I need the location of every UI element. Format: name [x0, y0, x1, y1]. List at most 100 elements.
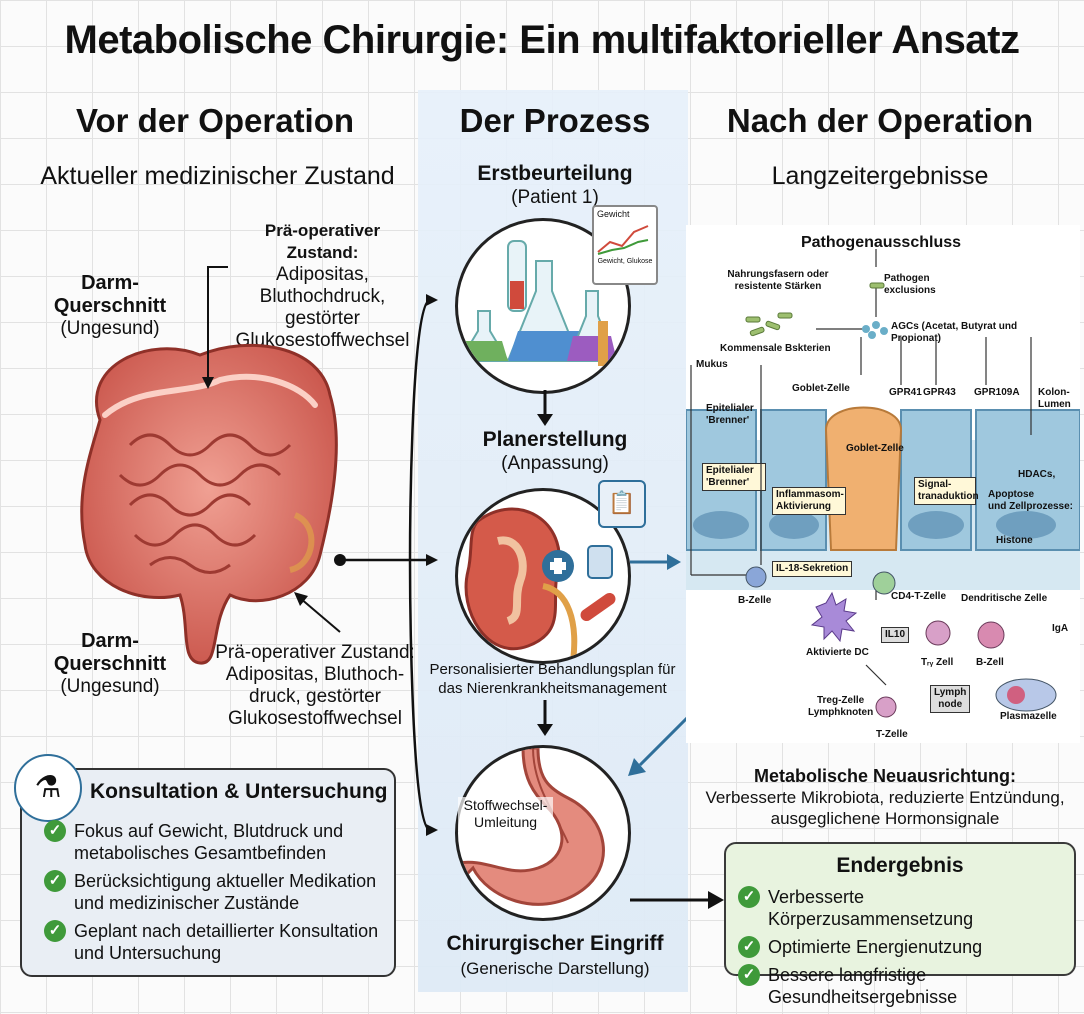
intestine-illustration [80, 343, 338, 665]
label-kolon-lumen: Kolon- Lumen [1038, 387, 1071, 410]
mechanism-diagram: Pathogenausschluss Nahrungsfasern oder r… [686, 225, 1080, 743]
step1-title: Erstbeurteilung [477, 162, 633, 185]
section-label-top: Darm- Querschnitt (Ungesund) [35, 272, 185, 340]
consultation-item-text: Fokus auf Gewicht, Blutdruck und metabol… [74, 821, 344, 863]
consultation-card: ⚗ Konsultation & Untersuchung ✓ Fokus auf… [14, 754, 396, 977]
label-plasma: Plasmazelle [1000, 711, 1057, 722]
step3-sub: (Generische Darstellung) [460, 959, 650, 978]
label-b-cell: B-Zelle [738, 595, 772, 606]
check-icon: ✓ [44, 870, 66, 892]
consultation-item: ✓Geplant nach detaillierter Konsultation… [44, 920, 384, 964]
label-iga: IgA [1052, 623, 1069, 634]
label-histone: Histone [996, 535, 1033, 546]
result-item-text: Verbesserte Körperzusammensetzung [768, 887, 974, 929]
label-cd4: CD4-T-Zelle [891, 591, 947, 602]
arrow-down-2 [537, 700, 553, 736]
heading-after: Nach der Operation [726, 102, 1034, 139]
result-item: ✓ Verbesserte Körperzusammensetzung [738, 886, 1072, 930]
consultation-item-text: Geplant nach detaillierter Konsultation … [74, 921, 379, 963]
check-icon: ✓ [738, 964, 760, 986]
clipboard-title: Gewicht [597, 209, 630, 219]
preop-line: Adipositas, Bluthoch- [225, 664, 405, 685]
section-name: Darm- Querschnitt [53, 630, 167, 675]
consultation-item: ✓ Berücksichtigung aktueller Medikation u… [44, 870, 384, 914]
page-title: Metabolische Chirurgie: Ein multifaktori… [64, 18, 1020, 62]
result-card: Endergebnis ✓ Verbesserte Körperzusammens… [724, 842, 1076, 1007]
step1-sub: (Patient 1) [511, 187, 599, 208]
label-goblet-1: Goblet-Zelle [792, 383, 850, 394]
step2-caption: Personalisierter Behandlungsplan für das… [429, 661, 676, 697]
reorientation-title: Metabolische Neuausrichtung: [753, 766, 1017, 786]
label-goblet-2: Goblet-Zelle [846, 443, 904, 454]
label-lymph-node: Lymph node [930, 685, 971, 713]
preop-line: Glukosestoffwechsel [235, 330, 410, 351]
check-icon: ✓ [738, 936, 760, 958]
step2-title: Planerstellung [482, 428, 628, 451]
clipboard-caption: Gewicht, Glukose [597, 258, 653, 265]
label-epithelial-2: Epitelialer 'Brenner' [702, 463, 766, 491]
pointer-arrow-bottom [294, 592, 341, 633]
arrow-down-1 [537, 390, 553, 426]
label-t-cell: T-Zelle [876, 729, 908, 740]
consultation-list: ✓ Fokus auf Gewicht, Blutdruck und metabo… [44, 820, 384, 970]
arrow-to-diagram [630, 554, 681, 570]
step2-sub: (Anpassung) [501, 453, 609, 474]
section-name: Darm- Querschnitt [53, 272, 167, 317]
pathogen-title: Pathogenausschluss [800, 234, 962, 251]
pointer-arrow-top [202, 266, 228, 389]
section-status: (Ungesund) [60, 318, 160, 339]
connector-branches [334, 294, 438, 836]
preop-state-top: Prä-operativer Zustand: Adipositas, Blut… [230, 220, 415, 352]
label-b-cell-2: B-Zell [976, 657, 1004, 668]
label-signal: Signal- tranaduktion [914, 477, 979, 505]
result-item-text: Bessere langfristige Gesundheitsergebnis… [768, 965, 958, 1007]
preop-line: druck, gestörter [249, 686, 381, 707]
label-gpr43: GPR43 [923, 387, 956, 398]
chart-clipboard: Gewicht Gewicht, Glukose [592, 205, 658, 285]
result-item: ✓ Bessere langfristige Gesundheitsergebni… [738, 964, 1072, 1008]
label-hdacs: HDACs, [1018, 469, 1056, 480]
result-item: ✓ Optimierte Energienutzung [738, 936, 1072, 958]
label-pathogen: Pathogen exclusions [884, 273, 936, 296]
label-treg: Treg-Zelle Lymphknoten [808, 695, 874, 718]
preop-state-bottom: Prä-operativer Zustand: Adipositas, Blut… [215, 642, 415, 730]
consultation-item: ✓ Fokus auf Gewicht, Blutdruck und metabo… [44, 820, 384, 864]
label-inflammasome: Inflammasom- Aktivierung [772, 487, 846, 515]
label-epithelial-1: Epitelialer 'Brenner' [706, 403, 754, 426]
clipboard-icon: 📋 [598, 480, 646, 528]
label-il10: IL10 [881, 627, 910, 643]
result-item-text: Optimierte Energienutzung [768, 937, 983, 957]
preop-line: Adipositas, [276, 264, 369, 285]
preop-state-top-title: Prä-operativer Zustand: [264, 221, 381, 262]
label-agcs: AGCs (Acetat, Butyrat und Propionat) [891, 321, 1018, 344]
label-bacteria: Kommensale Bskterien [720, 343, 831, 354]
section-status: (Ungesund) [60, 676, 160, 697]
step3-title: Chirurgischer Eingriff [446, 932, 664, 955]
trend-chart-icon [597, 225, 649, 255]
cell-shapes [690, 249, 1057, 718]
stomach-illustration [455, 745, 631, 921]
section-label-bottom: Darm- Querschnitt (Ungesund) [35, 630, 185, 698]
check-icon: ✓ [44, 820, 66, 842]
label-fibers: Nahrungsfasern oder resistente Stärken [727, 269, 829, 292]
consultation-item-text: Berücksichtigung aktueller Medikation un… [74, 871, 377, 913]
label-apoptose: Apoptose und Zellprozesse: [988, 489, 1074, 512]
label-dendritic: Dendritische Zelle [961, 593, 1048, 604]
preop-line: Glukosestoffwechsel [228, 708, 402, 729]
stomach-label: Stoffwechsel- Umleitung [458, 797, 553, 831]
preop-line: gestörter [285, 308, 360, 329]
check-icon: ✓ [738, 886, 760, 908]
label-tfh: Tᵣᵧ Zell [921, 657, 954, 668]
preop-line: Bluthochdruck, [259, 286, 386, 307]
result-title: Endergebnis [836, 854, 964, 877]
label-mukus: Mukus [696, 359, 728, 370]
arrow-to-result [630, 891, 724, 909]
label-activated-dc: Aktivierte DC [806, 647, 869, 658]
lab-flasks-illustration [455, 218, 631, 394]
label-il18: IL-18-Sekretion [772, 561, 853, 577]
reorientation-text: Verbesserte Mikrobiota, reduzierte Entzü… [705, 788, 1065, 828]
label-gpr109a: GPR109A [974, 387, 1020, 398]
heading-before: Vor der Operation [75, 102, 355, 139]
consultation-title: Konsultation & Untersuchung [90, 780, 388, 803]
flask-icon: ⚗ [14, 754, 82, 822]
